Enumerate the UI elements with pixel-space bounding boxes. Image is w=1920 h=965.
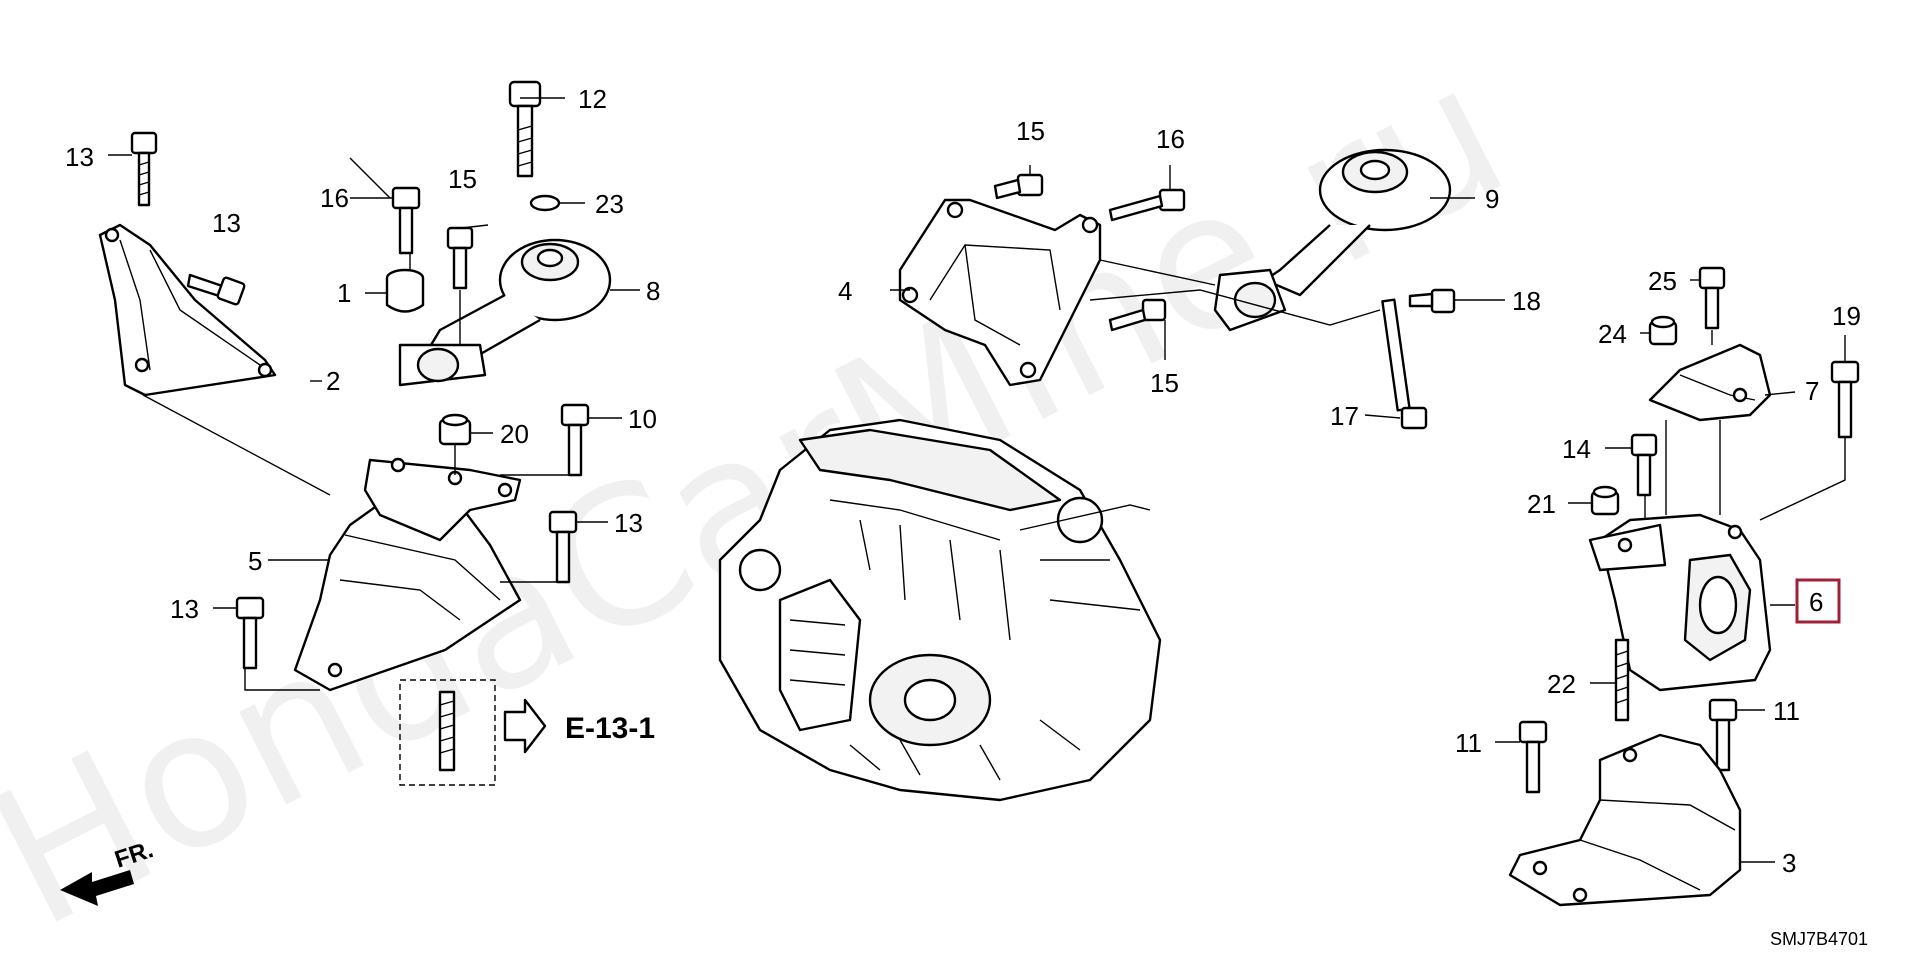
bracket-7[interactable] xyxy=(1648,343,1772,422)
callout-3[interactable]: 3 xyxy=(1782,848,1796,878)
bolt-11-left[interactable] xyxy=(1518,720,1548,794)
callout-25[interactable]: 25 xyxy=(1648,266,1677,296)
engine-mount-6[interactable] xyxy=(1588,513,1772,692)
bolt-13-top-left[interactable] xyxy=(130,131,158,207)
callout-16-left[interactable]: 16 xyxy=(320,183,349,213)
bolt-11-right[interactable] xyxy=(1708,698,1738,772)
callout-4[interactable]: 4 xyxy=(838,276,852,306)
bolt-15-left[interactable] xyxy=(446,226,474,290)
nut-24[interactable] xyxy=(1648,315,1678,346)
callout-22[interactable]: 22 xyxy=(1547,669,1576,699)
bolt-13-middle[interactable] xyxy=(548,510,578,584)
highlight-box xyxy=(1795,578,1841,624)
torque-rod-8[interactable] xyxy=(398,238,612,387)
bracket-3[interactable] xyxy=(1508,733,1742,907)
watermark: HondaCarMine.ru xyxy=(0,21,1537,960)
bolt-14[interactable] xyxy=(1630,433,1658,497)
washer-23[interactable] xyxy=(529,194,561,212)
callout-13-c[interactable]: 13 xyxy=(614,508,643,538)
bolt-15-lower[interactable] xyxy=(1108,298,1167,332)
callout-12[interactable]: 12 xyxy=(578,84,607,114)
callout-20[interactable]: 20 xyxy=(500,419,529,449)
callout-19[interactable]: 19 xyxy=(1832,301,1861,331)
callout-13-d[interactable]: 13 xyxy=(170,594,199,624)
callout-10[interactable]: 10 xyxy=(628,404,657,434)
bolt-16-top[interactable] xyxy=(1108,188,1186,222)
callout-16-top[interactable]: 16 xyxy=(1156,124,1185,154)
callout-24[interactable]: 24 xyxy=(1598,319,1627,349)
bolt-19[interactable] xyxy=(1830,360,1860,439)
bolt-15-top[interactable] xyxy=(993,173,1044,200)
callout-6[interactable]: 6 xyxy=(1809,587,1823,617)
reference-arrow-icon xyxy=(503,698,547,754)
stud-bolt[interactable] xyxy=(438,690,456,772)
callout-13-b[interactable]: 13 xyxy=(212,208,241,238)
callout-15-lower[interactable]: 15 xyxy=(1150,368,1179,398)
callout-9[interactable]: 9 xyxy=(1485,184,1499,214)
callout-21[interactable]: 21 xyxy=(1527,489,1556,519)
callout-11-right[interactable]: 11 xyxy=(1773,696,1800,726)
callout-2[interactable]: 2 xyxy=(326,366,340,396)
callout-5[interactable]: 5 xyxy=(248,546,262,576)
bolt-25[interactable] xyxy=(1698,266,1726,330)
torque-rod-9[interactable] xyxy=(1213,148,1452,332)
bolt-13-bottom-left[interactable] xyxy=(235,596,265,670)
stud-22[interactable] xyxy=(1614,638,1630,722)
bolt-10[interactable] xyxy=(560,403,590,477)
bolt-16-left[interactable] xyxy=(391,186,421,255)
bolt-17[interactable] xyxy=(1381,298,1428,430)
callout-8[interactable]: 8 xyxy=(646,276,660,306)
front-direction-arrow-icon xyxy=(60,870,134,906)
callout-14[interactable]: 14 xyxy=(1562,434,1591,464)
callout-7[interactable]: 7 xyxy=(1805,376,1819,406)
engine-assembly xyxy=(718,418,1162,802)
nut-20[interactable] xyxy=(438,413,472,446)
callout-15-top[interactable]: 15 xyxy=(1016,116,1045,146)
callout-13-a[interactable]: 13 xyxy=(65,142,94,172)
bracket-4[interactable] xyxy=(898,198,1102,387)
bolt-12[interactable] xyxy=(508,80,542,178)
nut-21[interactable] xyxy=(1590,485,1620,516)
callout-17[interactable]: 17 xyxy=(1330,401,1359,431)
callout-11-left[interactable]: 11 xyxy=(1455,728,1482,758)
callout-23[interactable]: 23 xyxy=(595,189,624,219)
bolt-18[interactable] xyxy=(1408,288,1456,314)
drawing-code: SMJ7B4701 xyxy=(1770,929,1868,949)
bushing-1[interactable] xyxy=(385,268,425,313)
callout-18[interactable]: 18 xyxy=(1512,286,1541,316)
engine-mount-5[interactable] xyxy=(293,457,522,692)
reference-label[interactable]: E-13-1 xyxy=(565,712,655,745)
bracket-2[interactable] xyxy=(98,223,277,397)
callout-1[interactable]: 1 xyxy=(337,278,351,308)
bolt-13-diagonal[interactable] xyxy=(186,273,246,306)
callout-15-left[interactable]: 15 xyxy=(448,164,477,194)
